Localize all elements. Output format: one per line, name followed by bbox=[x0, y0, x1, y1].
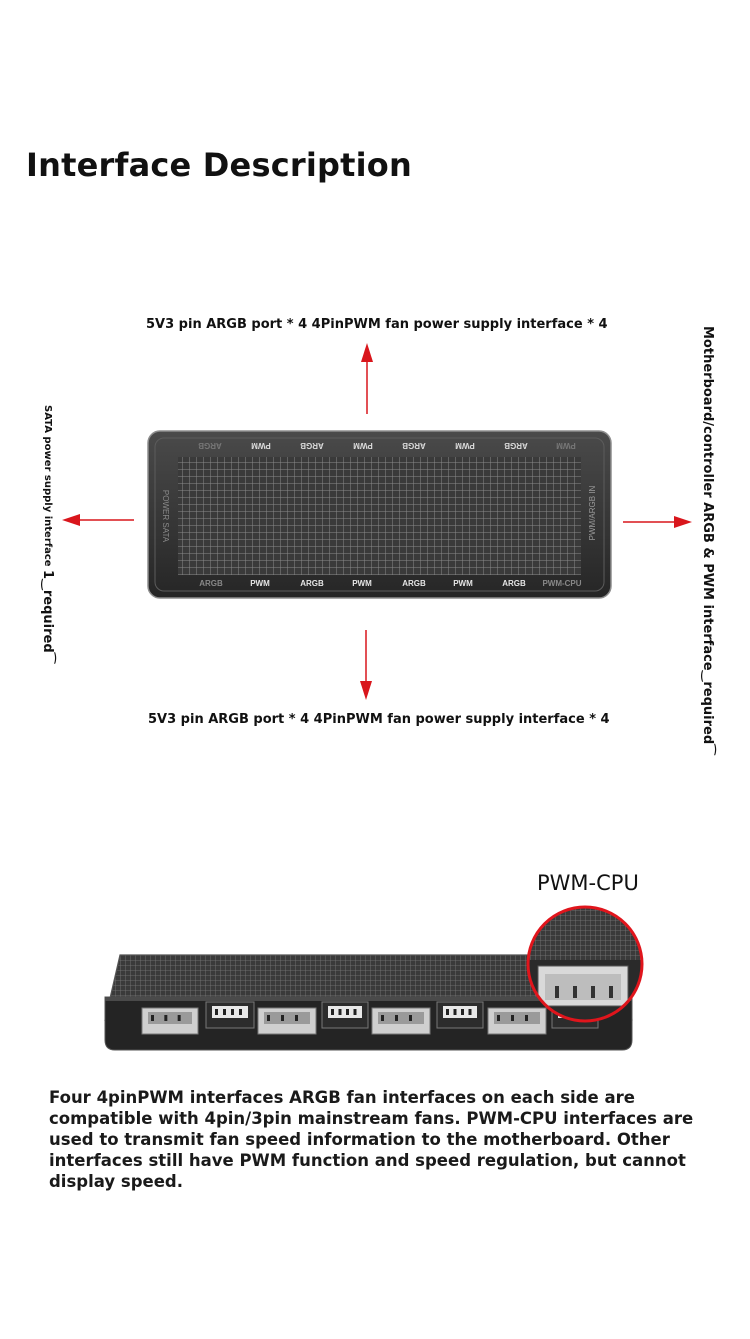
hub-bottom-port-label: PWM bbox=[250, 579, 270, 588]
sata-caption: SATA power supply interface 1‿required⁀ bbox=[40, 405, 55, 663]
argb-connector bbox=[141, 1007, 199, 1035]
hub-bottom-port-label: ARGB bbox=[402, 579, 426, 588]
hub-grid bbox=[178, 457, 581, 575]
motherboard-caption: Motherboard/controller ARGB & PWM interf… bbox=[700, 326, 715, 755]
hub-top-port-label: PWM bbox=[353, 441, 373, 450]
hub-side-view bbox=[104, 954, 633, 1051]
arrow-right bbox=[623, 516, 692, 528]
hub-bottom-port-label: PWM-CPU bbox=[542, 579, 581, 588]
hub-power-sata-label: POWER SATA bbox=[161, 490, 170, 543]
page-title: Interface Description bbox=[26, 146, 412, 184]
bottom-port-caption: 5V3 pin ARGB port * 4 4PinPWM fan power … bbox=[148, 712, 610, 727]
hub-top-port-label: ARGB bbox=[198, 441, 222, 450]
hub-bottom-port-label: ARGB bbox=[502, 579, 526, 588]
pwm-connector bbox=[436, 1001, 484, 1029]
hub-top-port-label: PWM bbox=[556, 441, 576, 450]
hub-top-port-label: ARGB bbox=[402, 441, 426, 450]
pwm-connector bbox=[205, 1001, 255, 1029]
argb-connector bbox=[257, 1007, 317, 1035]
hub-top-port-label: PWM bbox=[251, 441, 271, 450]
argb-connector bbox=[371, 1007, 431, 1035]
hub-bottom-port-label: ARGB bbox=[300, 579, 324, 588]
hub-top-port-label: PWM bbox=[455, 441, 475, 450]
hub-top-port-label: ARGB bbox=[504, 441, 528, 450]
argb-connector bbox=[487, 1007, 547, 1035]
hub-argb-in-label: PWM/ARGB IN bbox=[588, 485, 597, 540]
pwm-cpu-zoom-label: PWM-CPU bbox=[537, 871, 639, 895]
pwm-connector bbox=[321, 1001, 369, 1029]
hub-bottom-port-label: PWM bbox=[352, 579, 372, 588]
arrow-down bbox=[360, 630, 372, 700]
hub-top-port-label: ARGB bbox=[300, 441, 324, 450]
hub-top-labels: ARGB PWM ARGB PWM ARGB PWM ARGB PWM bbox=[198, 441, 576, 450]
hub-bottom-port-label: ARGB bbox=[199, 579, 223, 588]
sata-caption-text: SATA power supply interface bbox=[42, 405, 53, 567]
arrow-up bbox=[361, 343, 373, 414]
arrow-left bbox=[62, 514, 134, 526]
interface-description: Four 4pinPWM interfaces ARGB fan interfa… bbox=[49, 1088, 694, 1191]
sata-caption-required: 1‿required⁀ bbox=[40, 570, 55, 664]
top-port-caption: 5V3 pin ARGB port * 4 4PinPWM fan power … bbox=[146, 317, 608, 332]
hub-bottom-port-label: PWM bbox=[453, 579, 473, 588]
hub-bottom-labels: ARGB PWM ARGB PWM ARGB PWM ARGB PWM-CPU bbox=[199, 579, 582, 588]
